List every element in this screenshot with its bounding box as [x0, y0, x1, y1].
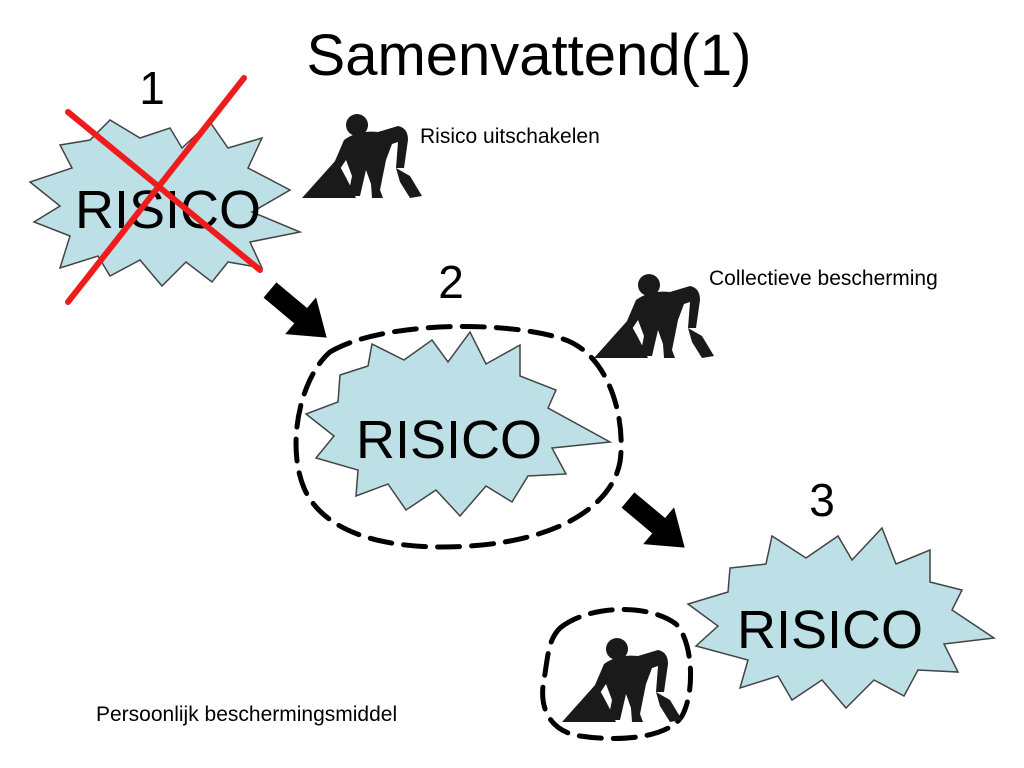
step-3-risk-burst — [686, 526, 997, 710]
step-1-cross-line-a — [65, 109, 263, 273]
arrow-down-right-icon — [612, 481, 701, 566]
step-3-personal-barrier — [540, 607, 693, 742]
step-1-cross-line-b — [65, 75, 247, 305]
step-2-risk-label: RISICO — [356, 410, 542, 470]
step-2-collective-barrier — [293, 324, 624, 550]
step-3-worker-icon — [562, 638, 682, 722]
step-3-number: 3 — [809, 474, 835, 526]
step-1-worker-icon — [302, 114, 422, 198]
step-1-description: Risico uitschakelen — [420, 125, 600, 148]
step-1-number: 1 — [139, 62, 165, 114]
arrow-down-right-icon — [254, 271, 343, 356]
step-2-description: Collectieve bescherming — [709, 267, 938, 290]
step-1-risk-label: RISICO — [75, 180, 261, 240]
step-3-risk-label: RISICO — [737, 600, 923, 660]
step-2-number: 2 — [438, 256, 464, 308]
step-2-risk-burst — [304, 330, 613, 518]
page-title: Samenvattend(1) — [307, 23, 752, 88]
step-2-worker-icon — [594, 274, 714, 358]
step-3-description: Persoonlijk beschermingsmiddel — [96, 703, 397, 726]
